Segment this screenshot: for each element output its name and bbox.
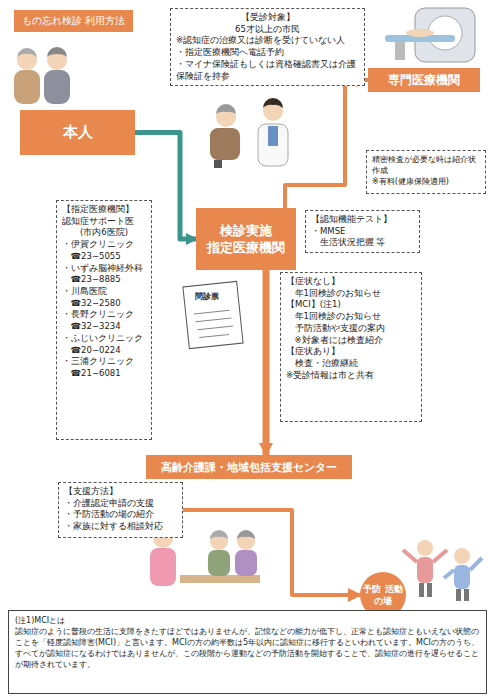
shape [419,583,424,597]
shape [395,42,405,60]
shape [268,126,278,146]
shape [208,550,230,576]
shape [403,550,447,562]
title: もの忘れ検診 利用方法 [22,14,125,28]
process-box: 検診実施指定医療機関 [196,208,296,270]
node-text: 認知症サポート医 [62,216,146,228]
note-box: 【受診対象】65才以上の市民※認知症の治療又は診断を受けていない人・指定医療機関… [170,8,365,86]
shape [456,589,461,601]
note-box: 精密検査が必要な時は紹介状作成※有料(健康保険適用) [366,150,486,194]
node-text: (注1)MCIとは [15,615,480,626]
node-text: ・マイナ保険証もしくは資格確認書又は介護保険証を持参 [176,59,359,82]
node-text: 生活状況把握 等 [311,237,414,249]
node-text: ・長野クリニック [62,309,146,321]
node-text: 【症状あり】 [286,346,416,358]
note-box: (注1)MCIとは認知症のように普段の生活に支障をきたすほどではありませんが、記… [8,610,487,694]
process-box: 専門医療機関 [368,68,480,92]
node-text: 高齢介護課・地域包括支援センター [161,460,337,474]
node-text: 65才以上の市民 [176,24,359,36]
shape [180,575,260,583]
shape [464,589,469,601]
node-text: ☎32−2580 [62,298,146,310]
node-text: ☎23−8885 [62,274,146,286]
node-text: 専門医療機関 [388,72,460,89]
shape [214,160,222,168]
shape [17,48,37,58]
node-text: 【MCI】(注1) [286,299,416,311]
node-text: ☎21−6081 [62,368,146,380]
node-text: 年1回検診のお知らせ [286,288,416,300]
shape [258,124,288,166]
shape [444,558,482,578]
node-text: ・川島医院 [62,286,146,298]
node-text: ・伊賀クリニック [62,239,146,251]
note-box: 【指定医療機関】認知症サポート医(市内6医院)・伊賀クリニック☎23−5055・… [56,200,152,440]
shape [235,550,257,576]
node-text: ・MMSE [311,226,414,238]
node-text: ・ふじいクリニック [62,333,146,345]
shape [210,128,240,160]
node-text: 年1回検診のお知らせ [286,311,416,323]
node-text: ・三浦クリニック [62,356,146,368]
shape [194,310,234,338]
node-text: ・介護認定申請の支援 [64,498,177,510]
exercising-people [403,540,482,601]
flow-arrow [285,80,368,208]
node-text: 【指定医療機関】 [62,204,146,216]
note-box: 【認知機能テスト】・MMSE生活状況把握 等 [305,210,420,253]
node-text: (市内6医院) [62,227,146,239]
shape [406,29,434,37]
doctor-and-patient [210,98,288,168]
shape [216,104,236,114]
node-text: 【認知機能テスト】 [311,214,414,226]
node-text: 【受診対象】 [176,12,359,24]
shape [454,548,470,564]
shape [210,530,228,539]
note-box: 【支援方法】・介護認定申請の支援・予防活動の場の紹介・家族に対する相談対応 [58,482,183,538]
shape [454,565,470,589]
node-text: ※受診情報は市と共有 [286,370,416,382]
shape [14,70,40,104]
shape [183,281,243,348]
node-text: ☎20−0224 [62,345,146,357]
shape [417,540,433,556]
node-text: ☎32−3234 [62,321,146,333]
node-text: ・家族に対する相談対応 [64,521,177,533]
node-text: 本人 [63,122,93,143]
node-text: 認知症のように普段の生活に支障をきたすほどではありませんが、記憶などの能力が低下… [15,626,480,670]
node-text: 予防 活動の場 [363,583,403,608]
shape [417,557,433,583]
flow-arrow [263,270,270,455]
mri-scanner [385,8,475,62]
node-text: ※認知症の治療又は診断を受けていない人 [176,35,359,47]
node-text: ・予防活動の場の紹介 [64,509,177,521]
node-text: 検査・治療継続 [286,358,416,370]
note-box: 【症状なし】年1回検診のお知らせ【MCI】(注1)年1回検診のお知らせ予防活動や… [280,272,422,422]
sheet-label: 問診票 [194,291,220,302]
title-box: もの忘れ検診 利用方法 [14,10,133,32]
node-text: 予防活動や支援の案内 [286,323,416,335]
flow-arrow [183,510,360,595]
node-text: ・いずみ脳神経外科 [62,263,146,275]
process-box: 高齢介護課・地域包括支援センター [146,455,352,479]
shape [427,583,432,597]
questionnaire-sheet [183,281,243,348]
node-text: 【支援方法】 [64,486,177,498]
shape [44,70,70,104]
node-text: 指定医療機関 [207,239,285,256]
node-text: ☎23−5055 [62,251,146,263]
node-text: 精密検査が必要な時は紹介状作成 [372,154,480,176]
elderly-couple [14,47,70,104]
shape [47,47,67,57]
node-text: 検診実施 [220,222,272,239]
shape [263,98,283,108]
node-text: 【症状なし】 [286,276,416,288]
node-text: ・指定医療機関へ電話予約 [176,47,359,59]
process-box: 本人 [20,110,135,155]
node-text: ※対象者には検査紹介 [286,335,416,347]
shape [150,548,176,586]
shape [237,530,255,539]
node-text: ※有料(健康保険適用) [372,176,480,187]
